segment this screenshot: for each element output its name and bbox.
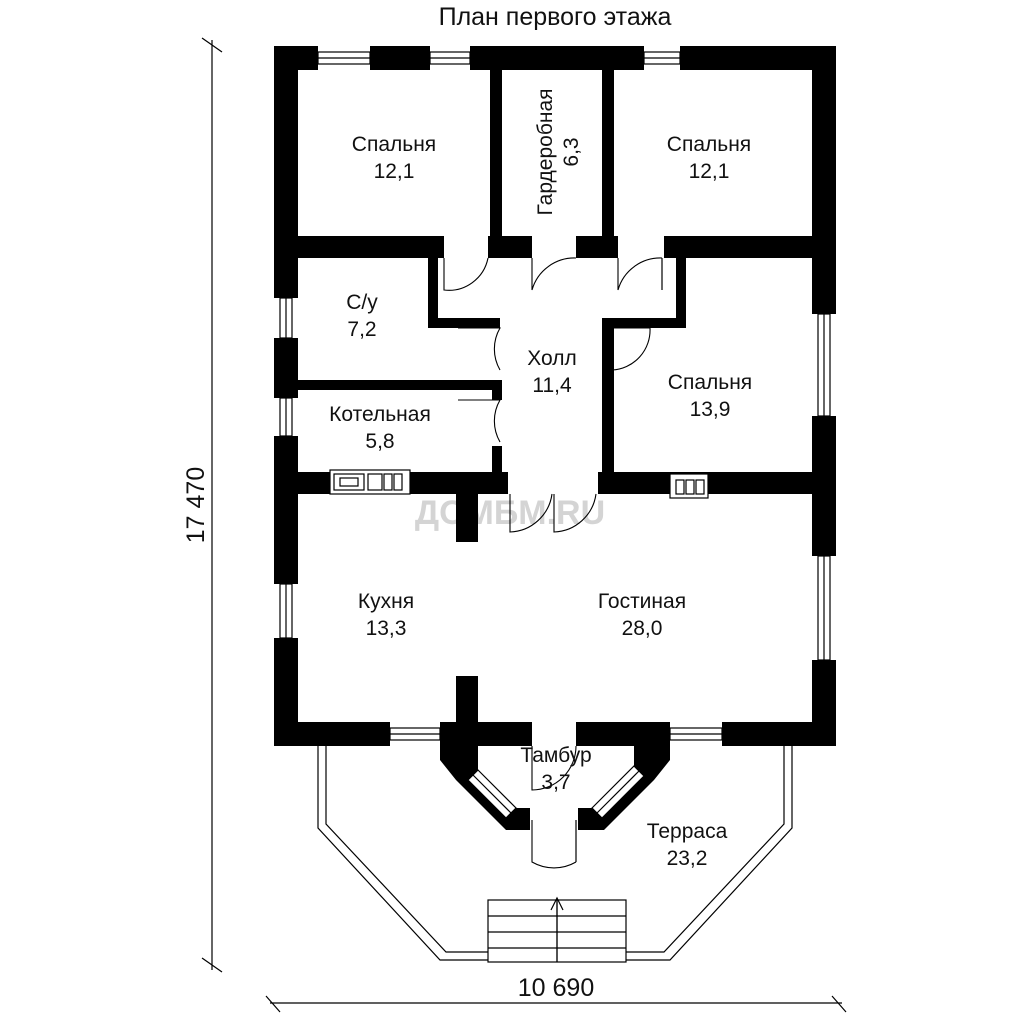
room-area: 23,2 xyxy=(667,847,708,870)
room-living: Гостиная 28,0 xyxy=(598,590,686,640)
room-bathroom: С/у 7,2 xyxy=(346,291,378,341)
room-name: Кухня xyxy=(358,590,414,613)
room-name: Терраса xyxy=(647,820,728,843)
room-bedroom-e: Спальня 13,9 xyxy=(668,371,752,421)
room-area: 12,1 xyxy=(374,160,415,183)
room-kitchen: Кухня 13,3 xyxy=(358,590,414,640)
room-area: 13,3 xyxy=(366,617,407,640)
vestibule-walls xyxy=(440,722,670,830)
height-dimension-label: 17 470 xyxy=(182,467,210,543)
room-area: 12,1 xyxy=(689,160,730,183)
room-area: 28,0 xyxy=(622,617,663,640)
room-area: 6,3 xyxy=(560,137,583,166)
terrace-outline xyxy=(317,746,793,961)
room-hall: Холл 11,4 xyxy=(527,347,577,397)
room-name: Гостиная xyxy=(598,590,686,613)
room-area: 13,9 xyxy=(690,398,731,421)
boiler-fixture xyxy=(329,469,411,495)
room-area: 11,4 xyxy=(532,374,572,397)
width-dimension-label: 10 690 xyxy=(518,974,594,1002)
stairs-arrow-icon xyxy=(550,896,564,962)
room-name: Котельная xyxy=(329,403,431,426)
exterior-walls xyxy=(274,46,836,746)
room-bedroom-ne: Спальня 12,1 xyxy=(667,133,751,183)
doors xyxy=(443,257,663,869)
room-name: Спальня xyxy=(668,371,752,394)
room-boiler: Котельная 5,8 xyxy=(329,403,431,453)
room-vestibule: Тамбур 3,7 xyxy=(520,744,591,794)
plan-title: План первого этажа xyxy=(439,3,672,31)
room-name: С/у xyxy=(346,291,378,314)
width-dimension xyxy=(265,995,847,1013)
height-dimension xyxy=(201,37,223,973)
room-area: 7,2 xyxy=(347,318,376,341)
room-area: 5,8 xyxy=(365,430,394,453)
room-terrace: Терраса 23,2 xyxy=(647,820,728,870)
room-name: Тамбур xyxy=(520,744,591,767)
room-area: 3,7 xyxy=(541,771,570,794)
room-name: Холл xyxy=(527,347,577,370)
windows xyxy=(279,51,831,741)
radiator-fixture xyxy=(669,473,709,499)
room-name: Спальня xyxy=(667,133,751,156)
room-name: Гардеробная xyxy=(534,88,557,215)
room-bedroom-nw: Спальня 12,1 xyxy=(352,133,436,183)
room-name: Спальня xyxy=(352,133,436,156)
room-wardrobe: Гардеробная 6,3 xyxy=(534,88,583,215)
